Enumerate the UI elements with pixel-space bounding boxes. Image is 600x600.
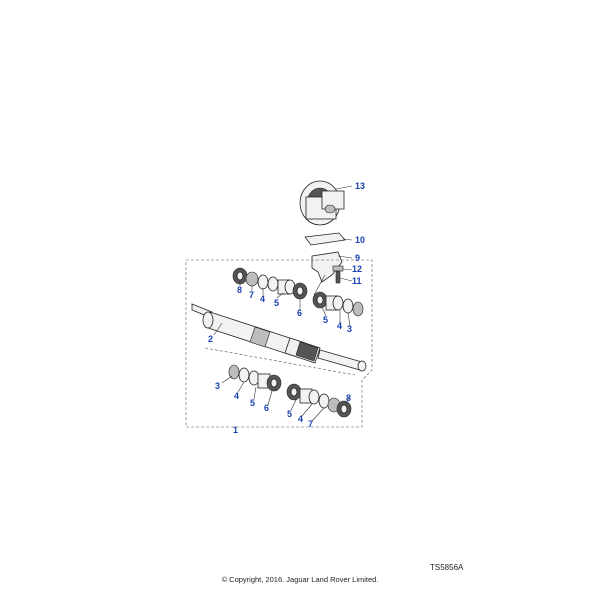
callout-4-lower-left: 4 xyxy=(234,391,239,401)
callout-4-lower-right: 4 xyxy=(298,414,303,424)
callout-8-lower: 8 xyxy=(346,393,351,403)
drive-shaft xyxy=(191,303,367,372)
lower-bearing-set xyxy=(228,364,352,418)
copyright-notice: © Copyright, 2016. Jaguar Land Rover Lim… xyxy=(221,575,379,584)
callout-10: 10 xyxy=(355,235,365,245)
callout-1: 1 xyxy=(233,425,238,435)
callout-5-lower-left: 5 xyxy=(250,398,255,408)
callout-3-upper: 3 xyxy=(347,324,352,334)
callout-labels: 13 10 9 12 11 8 7 4 5 6 5 4 3 2 3 4 5 6 … xyxy=(208,181,365,435)
callout-4-upper-right: 4 xyxy=(337,321,342,331)
callout-5-lower-right: 5 xyxy=(287,409,292,419)
callout-3-lower: 3 xyxy=(215,381,220,391)
mounting-bracket xyxy=(311,251,343,283)
callout-4-upper-left: 4 xyxy=(260,294,265,304)
assembly-boundary xyxy=(185,259,373,428)
callout-5-upper-right: 5 xyxy=(323,315,328,325)
callout-7-lower: 7 xyxy=(308,419,313,429)
callout-8-upper: 8 xyxy=(237,285,242,295)
callout-9: 9 xyxy=(355,253,360,263)
callout-6-upper: 6 xyxy=(297,308,302,318)
bolt-and-nut xyxy=(332,265,344,284)
callout-11: 11 xyxy=(352,276,362,286)
callout-13: 13 xyxy=(355,181,365,191)
centre-bearing-mount xyxy=(299,180,345,226)
diagram-reference-code: TS5856A xyxy=(430,563,464,572)
callout-5-upper-left: 5 xyxy=(274,298,279,308)
callout-7-upper: 7 xyxy=(249,290,254,300)
callout-leaders xyxy=(213,185,353,422)
callout-12: 12 xyxy=(352,264,362,274)
assembly-centre-line xyxy=(204,347,356,376)
mounting-plate xyxy=(304,232,346,246)
callout-2: 2 xyxy=(208,334,213,344)
upper-bearing-set xyxy=(232,267,364,317)
callout-6-lower: 6 xyxy=(264,403,269,413)
